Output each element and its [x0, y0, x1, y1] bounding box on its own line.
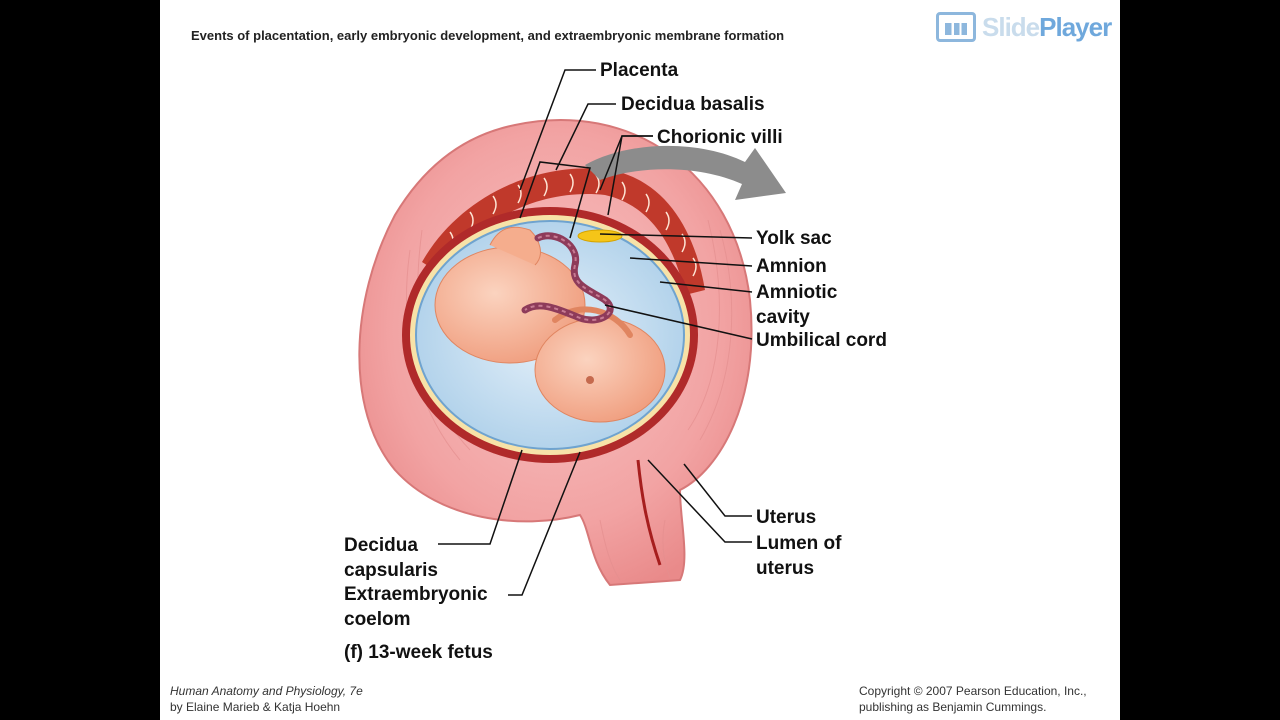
placenta-bracket	[519, 161, 591, 239]
watermark-part-a: Slide	[982, 12, 1040, 42]
label-decidua-capsularis-line1: Decidua	[344, 535, 418, 556]
label-lumen-of-uterus-line1: Lumen of	[756, 533, 842, 554]
label-yolk-sac: Yolk sac	[756, 228, 832, 249]
placenta-band	[422, 168, 705, 295]
slide: Events of placentation, early embryonic …	[160, 0, 1120, 720]
caption-13-week-fetus: (f) 13-week fetus	[344, 642, 493, 663]
label-amniotic-cavity-line1: Amniotic	[756, 282, 838, 303]
leader-lines	[438, 69, 753, 596]
uterus-illustration	[358, 69, 786, 596]
footer-copyright: Copyright © 2007 Pearson Education, Inc.…	[859, 684, 1087, 698]
label-chorionic-villi: Chorionic villi	[657, 127, 783, 148]
uterine-lumen	[636, 459, 662, 566]
slideplayer-logo-text: SlidePlayer	[982, 12, 1112, 43]
label-decidua-basalis: Decidua basalis	[621, 94, 765, 115]
label-decidua-capsularis-line2: capsularis	[344, 560, 438, 581]
slideplayer-logo-icon	[936, 12, 976, 42]
label-amniotic-cavity-line2: cavity	[756, 307, 810, 328]
direction-arrow	[585, 145, 786, 200]
yolk-sac	[577, 229, 623, 243]
label-umbilical-cord: Umbilical cord	[756, 330, 887, 351]
label-lumen-of-uterus-line2: uterus	[756, 558, 815, 579]
slideplayer-watermark: SlidePlayer	[936, 10, 1116, 48]
label-placenta: Placenta	[600, 60, 679, 81]
label-extraembryonic-coelom-line1: Extraembryonic	[344, 584, 488, 605]
label-extraembryonic-coelom-line2: coelom	[344, 609, 411, 630]
watermark-part-b: Player	[1039, 12, 1112, 42]
footer-book: Human Anatomy and Physiology, 7e	[170, 684, 363, 698]
fetus	[434, 226, 666, 423]
diagram-title: Events of placentation, early embryonic …	[191, 28, 785, 43]
label-amnion: Amnion	[756, 256, 827, 277]
footer-authors: by Elaine Marieb & Katja Hoehn	[170, 700, 341, 714]
footer-publisher: publishing as Benjamin Cummings.	[859, 700, 1047, 714]
label-uterus: Uterus	[756, 507, 817, 528]
